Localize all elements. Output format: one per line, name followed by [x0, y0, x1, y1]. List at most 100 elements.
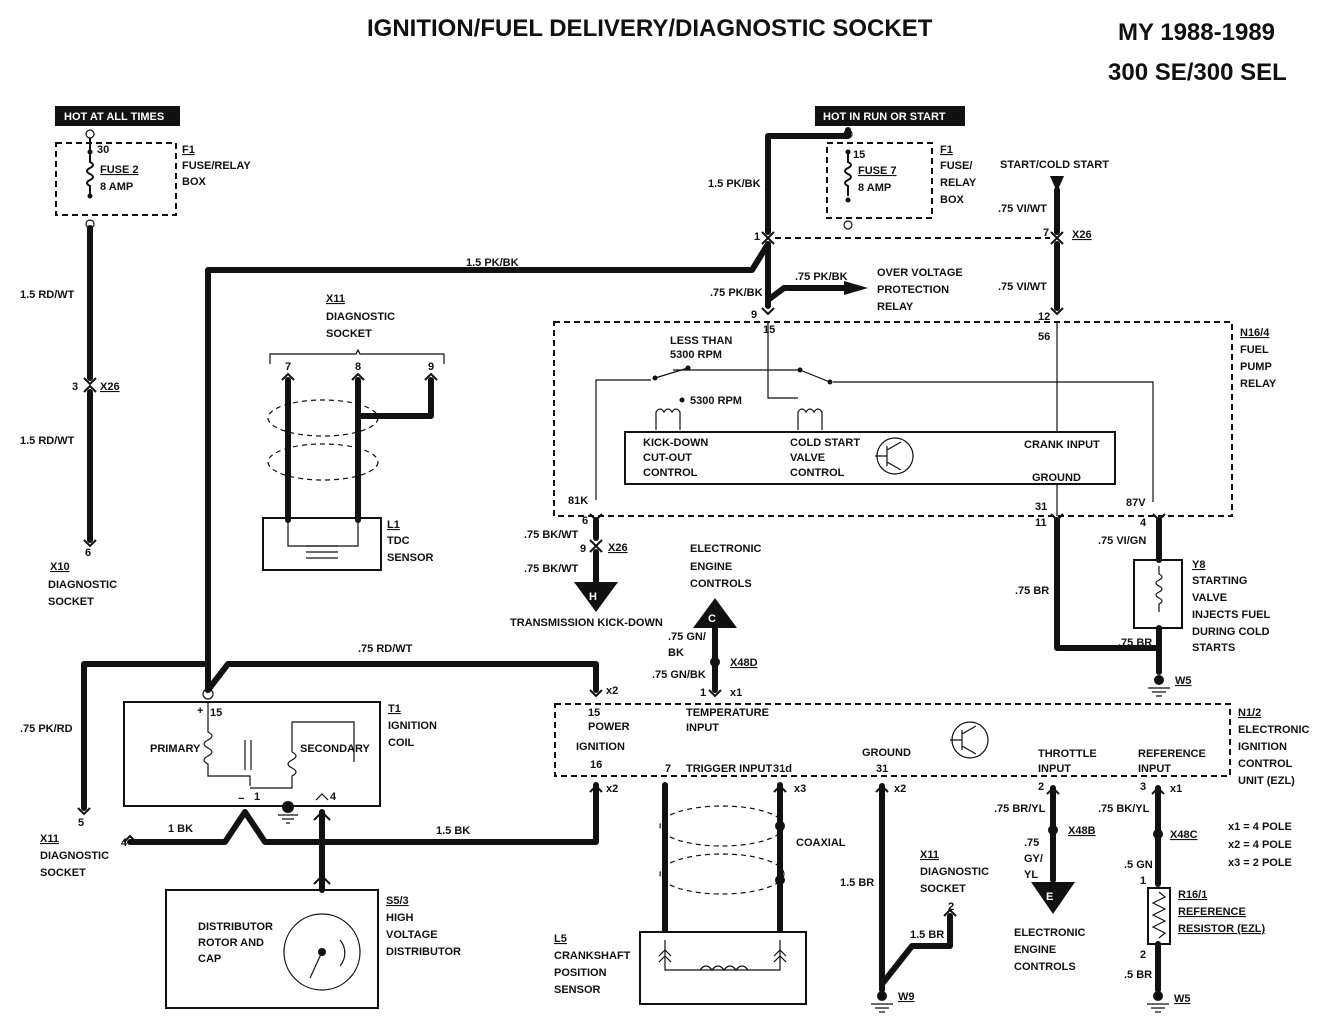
hot-at-all-times-tag: HOT AT ALL TIMES: [55, 106, 180, 126]
svg-text:.75 VI/WT: .75 VI/WT: [998, 281, 1047, 293]
svg-text:3: 3: [1140, 781, 1146, 793]
crankshaft-sensor-body: [639, 931, 807, 1005]
svg-text:9: 9: [580, 543, 586, 555]
fuse-7-label: FUSE 7: [858, 165, 897, 177]
svg-text:COIL: COIL: [388, 737, 415, 749]
svg-text:PRIMARY: PRIMARY: [150, 743, 201, 755]
svg-text:RESISTOR (EZL): RESISTOR (EZL): [1178, 923, 1266, 935]
svg-text:POWER: POWER: [588, 721, 630, 733]
svg-text:X48B: X48B: [1068, 825, 1096, 837]
svg-text:.75 PK/RD: .75 PK/RD: [20, 723, 73, 735]
svg-text:SENSOR: SENSOR: [387, 552, 434, 564]
svg-text:.75 RD/WT: .75 RD/WT: [358, 643, 413, 655]
svg-text:2: 2: [948, 901, 954, 913]
svg-text:X48D: X48D: [730, 657, 758, 669]
svg-text:CONTROL: CONTROL: [790, 467, 845, 479]
svg-text:1: 1: [700, 687, 706, 699]
svg-text:REFERENCE: REFERENCE: [1138, 748, 1206, 760]
svg-text:2: 2: [1140, 949, 1146, 961]
svg-text:.75 BK/WT: .75 BK/WT: [524, 529, 579, 541]
svg-text:SECONDARY: SECONDARY: [300, 743, 371, 755]
svg-text:SOCKET: SOCKET: [48, 596, 94, 608]
svg-text:CONTROLS: CONTROLS: [1014, 961, 1076, 973]
transistor-symbol-relay: [875, 437, 914, 475]
starting-valve-id: Y8: [1192, 559, 1205, 571]
svg-text:4: 4: [330, 791, 337, 803]
fuse-box-f1-left: [55, 142, 177, 216]
svg-text:CONTROLS: CONTROLS: [690, 578, 752, 590]
svg-text:1: 1: [1140, 875, 1146, 887]
eec-bottom-arrow: E: [1031, 882, 1075, 914]
svg-text:IGNITION: IGNITION: [1238, 741, 1287, 753]
svg-text:BOX: BOX: [182, 176, 207, 188]
svg-text:7: 7: [665, 763, 671, 775]
x11-top-label: X11: [326, 293, 345, 305]
svg-text:1.5 BR: 1.5 BR: [840, 877, 874, 889]
svg-text:SOCKET: SOCKET: [920, 883, 966, 895]
svg-text:CONTROL: CONTROL: [1238, 758, 1293, 770]
reference-resistor-body: [1147, 887, 1171, 945]
ignition-coil-box: [123, 701, 381, 807]
svg-text:15: 15: [763, 324, 775, 336]
svg-text:.75 VI/GN: .75 VI/GN: [1098, 535, 1146, 547]
svg-text:C: C: [708, 613, 716, 625]
svg-text:15: 15: [210, 707, 222, 719]
svg-text:TEMPERATURE: TEMPERATURE: [686, 707, 769, 719]
svg-text:16: 16: [590, 759, 602, 771]
ground-symbol-coil: [278, 801, 298, 824]
fuse-2-amp: 8 AMP: [100, 181, 133, 193]
svg-text:31: 31: [876, 763, 888, 775]
svg-text:COLD START: COLD START: [790, 437, 860, 449]
svg-text:W5: W5: [1174, 993, 1191, 1005]
svg-text:.75 PK/BK: .75 PK/BK: [710, 287, 763, 299]
ezl-id: N1/2: [1238, 707, 1261, 719]
svg-text:ROTOR AND: ROTOR AND: [198, 937, 264, 949]
svg-text:GY/: GY/: [1024, 853, 1043, 865]
svg-text:STARTING: STARTING: [1192, 575, 1247, 587]
svg-text:X26: X26: [1072, 229, 1092, 241]
svg-text:DISTRIBUTOR: DISTRIBUTOR: [198, 921, 273, 933]
svg-text:1 BK: 1 BK: [168, 823, 193, 835]
svg-text:PUMP: PUMP: [1240, 361, 1272, 373]
svg-text:x2: x2: [894, 783, 906, 795]
starting-valve-body: [1133, 559, 1183, 629]
svg-text:IGNITION: IGNITION: [576, 741, 625, 753]
kick-down-coil: [655, 408, 681, 430]
fuse2-pin-30: 30: [97, 144, 109, 156]
tdc-sensor-body: [262, 517, 382, 571]
x11-bottom-label: X11: [920, 849, 939, 861]
svg-text:RELAY: RELAY: [940, 177, 977, 189]
svg-text:.75 BK/WT: .75 BK/WT: [524, 563, 579, 575]
kickdown-arrow: H: [574, 582, 618, 612]
svg-text:.75 GN/: .75 GN/: [668, 631, 706, 643]
distributor-id: S5/3: [386, 895, 409, 907]
fuel-pump-control-board: [624, 431, 1116, 485]
svg-text:TRIGGER INPUT: TRIGGER INPUT: [686, 763, 772, 775]
diagram-title: IGNITION/FUEL DELIVERY/DIAGNOSTIC SOCKET: [367, 15, 933, 42]
svg-text:X26: X26: [100, 381, 120, 393]
svg-text:8 AMP: 8 AMP: [858, 182, 891, 194]
svg-text:56: 56: [1038, 331, 1050, 343]
svg-text:9: 9: [428, 361, 434, 373]
svg-text:ELECTRONIC: ELECTRONIC: [1238, 724, 1310, 736]
svg-text:.5 BR: .5 BR: [1124, 969, 1152, 981]
svg-text:THROTTLE: THROTTLE: [1038, 748, 1097, 760]
eec-top-label: ELECTRONIC: [690, 543, 762, 555]
ground-w5-top: [1148, 675, 1170, 697]
fuse-2-label: FUSE 2: [100, 164, 139, 176]
svg-text:.75 VI/WT: .75 VI/WT: [998, 203, 1047, 215]
svg-text:UNIT (EZL): UNIT (EZL): [1238, 775, 1295, 787]
svg-text:3: 3: [72, 381, 78, 393]
svg-text:15: 15: [588, 707, 600, 719]
fuel-pump-relay-id: N16/4: [1240, 327, 1270, 339]
svg-text:PROTECTION: PROTECTION: [877, 284, 949, 296]
svg-text:GROUND: GROUND: [862, 747, 911, 759]
svg-text:31d: 31d: [773, 763, 792, 775]
ezl-unit-box: [554, 703, 1231, 777]
svg-text:H: H: [589, 591, 597, 603]
svg-text:7: 7: [285, 361, 291, 373]
svg-text:1.5 PK/BK: 1.5 PK/BK: [466, 257, 519, 269]
svg-text:x1: x1: [730, 687, 742, 699]
svg-text:SOCKET: SOCKET: [326, 328, 372, 340]
